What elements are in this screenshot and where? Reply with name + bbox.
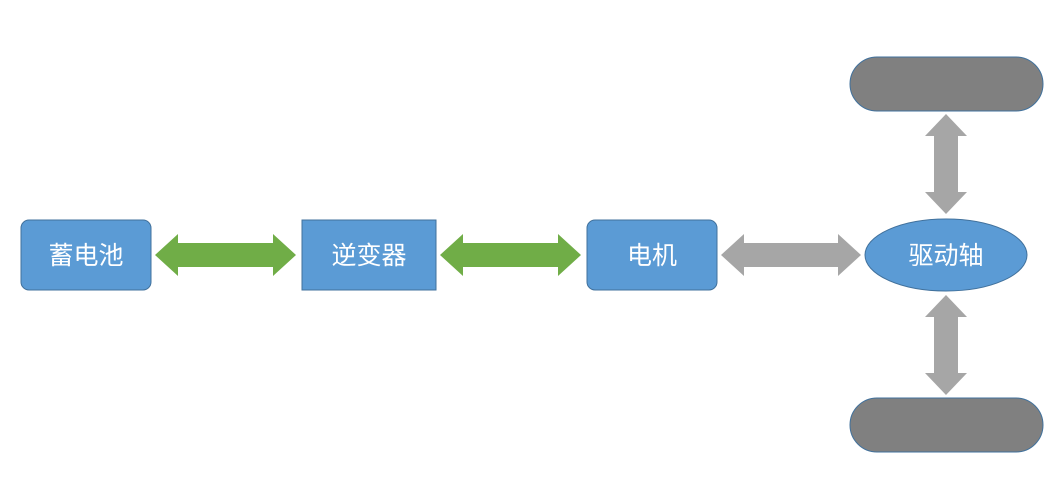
battery-label: 蓄电池 [48, 241, 123, 270]
motor-box [586, 219, 718, 291]
inverter-motor-arrow [440, 234, 581, 276]
wheel-bottom-node [849, 397, 1044, 453]
battery-box [20, 219, 152, 291]
drive-shaft-label: 驱动轴 [908, 241, 983, 270]
inverter-label: 逆变器 [331, 241, 406, 270]
inverter-box [301, 219, 437, 291]
shaft-wheel-bottom-arrow [925, 295, 967, 395]
motor-node: 电机 [586, 219, 718, 291]
inverter-node: 逆变器 [301, 219, 437, 291]
battery-inverter-arrow [155, 234, 296, 276]
wheel-bottom-shape [849, 397, 1044, 453]
drive-shaft-node: 驱动轴 [864, 218, 1028, 292]
wheel-top-node [849, 56, 1044, 112]
shaft-wheel-top-arrow [925, 114, 967, 214]
motor-label: 电机 [627, 241, 677, 270]
motor-shaft-arrow [721, 234, 861, 276]
drive-shaft-ellipse [864, 218, 1028, 292]
wheel-top-shape [849, 56, 1044, 112]
battery-node: 蓄电池 [20, 219, 152, 291]
